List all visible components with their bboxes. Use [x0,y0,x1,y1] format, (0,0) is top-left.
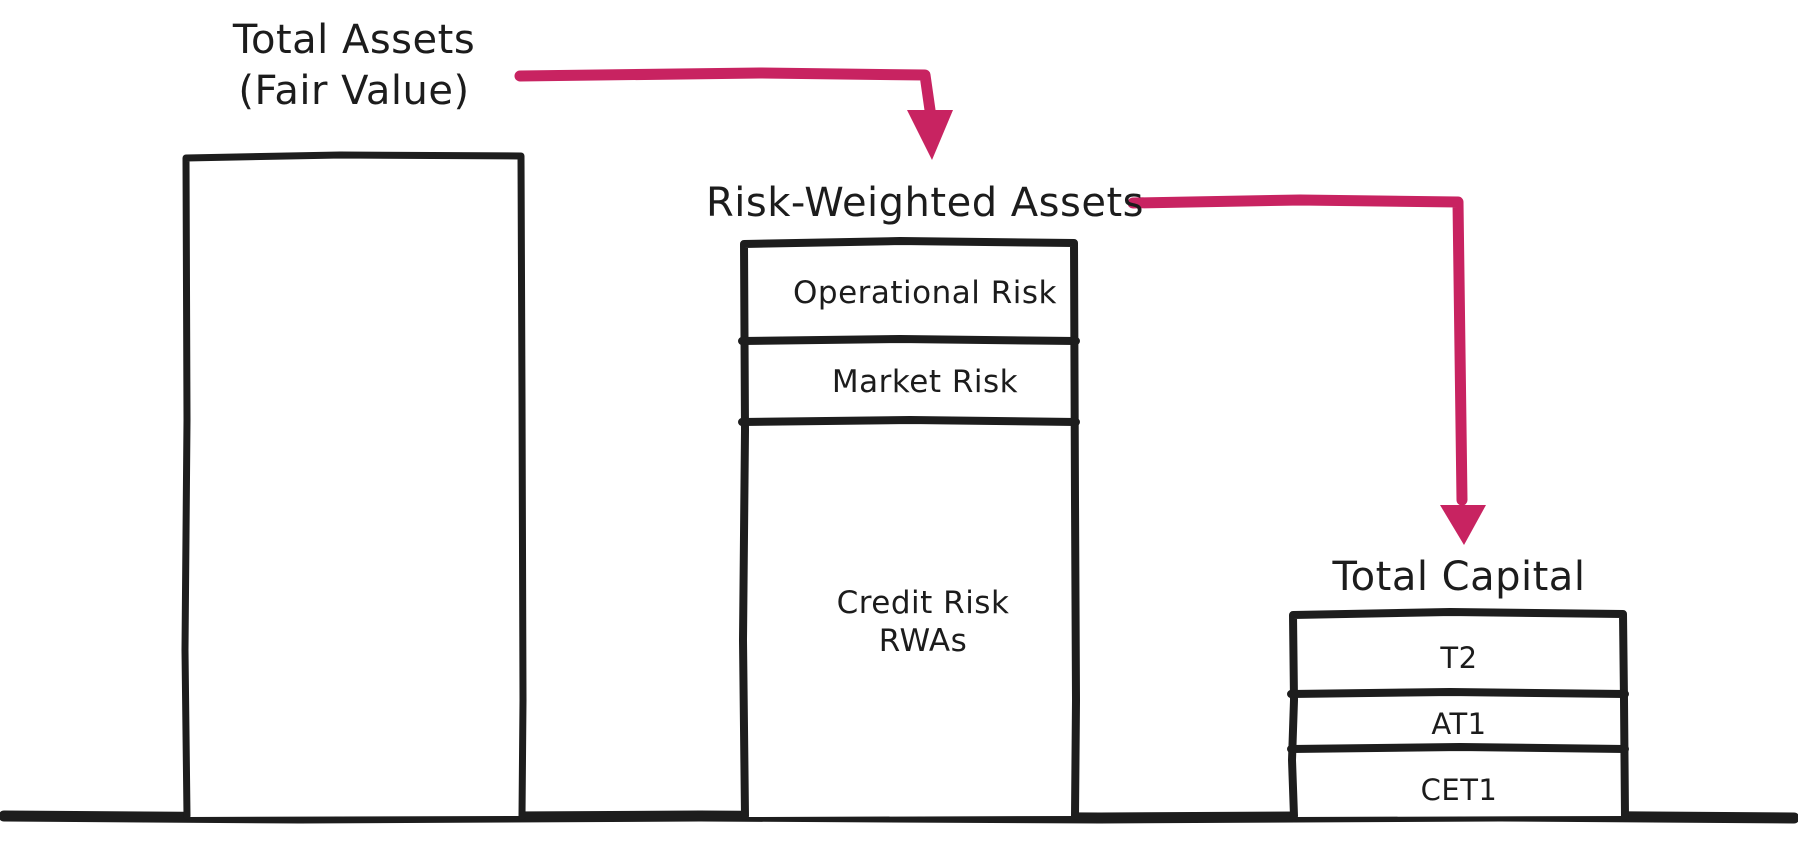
segment-label-credit-risk-line1: Credit Risk [837,585,1010,621]
label-risk-weighted-assets-text: Risk-Weighted Assets [706,180,1144,226]
segment-label-at1-text: AT1 [1431,707,1486,741]
label-total-capital-text: Total Capital [1332,554,1586,600]
segment-label-t2: T2 [1439,641,1477,675]
segment-label-market-risk-text: Market Risk [832,364,1018,400]
bar-total-assets[interactable] [181,151,527,820]
segment-label-operational-risk-text: Operational Risk [793,275,1057,311]
divider-t2-at1 [1287,688,1629,698]
bar-risk-weighted-assets[interactable] [738,237,1080,820]
segment-label-market-risk: Market Risk [832,364,1018,400]
segment-label-credit-risk-line2: RWAs [879,623,968,659]
segment-label-operational-risk: Operational Risk [793,275,1057,311]
segment-label-cet1: CET1 [1421,773,1498,807]
divider-at1-cet1 [1287,743,1629,753]
segment-label-at1: AT1 [1431,707,1486,741]
label-total-capital: Total Capital [1332,554,1586,600]
bar-total-capital[interactable] [1287,608,1629,820]
connector-rwa-to-total-capital [1127,194,1486,545]
divider-operational-market [738,335,1080,345]
label-total-assets: Total Assets (Fair Value) [232,17,475,114]
divider-market-credit [738,416,1080,426]
segment-label-credit-risk-rwas: Credit Risk RWAs [837,585,1010,659]
label-total-assets-line1: Total Assets [232,17,475,63]
segment-label-t2-text: T2 [1439,641,1477,675]
ground-line [0,810,1798,824]
label-risk-weighted-assets: Risk-Weighted Assets [706,180,1144,226]
segment-label-cet1-text: CET1 [1421,773,1498,807]
label-total-assets-line2: (Fair Value) [238,68,469,114]
connector-total-assets-to-rwa [514,67,953,160]
